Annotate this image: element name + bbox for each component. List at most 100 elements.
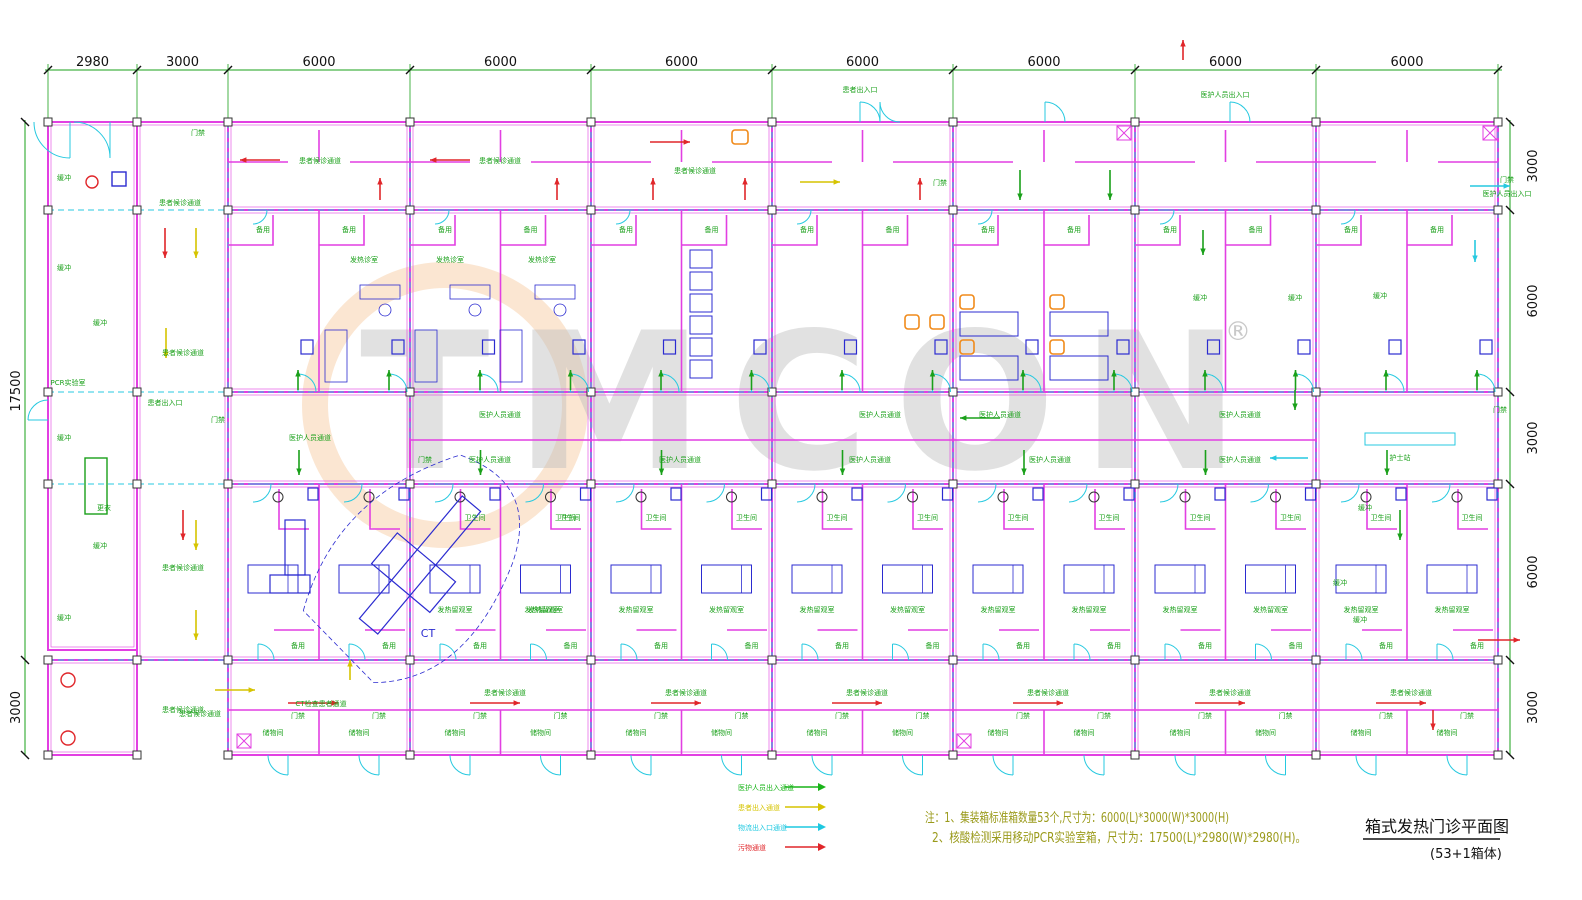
sink-fixture <box>753 339 767 355</box>
label-standby: 备用 <box>1016 641 1030 650</box>
sink-fixture <box>1304 487 1317 501</box>
exam-bed <box>324 329 348 383</box>
label-buffer: 缓冲 <box>1373 291 1387 300</box>
medical-flow-arrow <box>567 370 574 390</box>
toilet-fixture <box>635 491 647 503</box>
label-standby: 备用 <box>291 641 305 650</box>
label-ward: 发热留观室 <box>800 605 835 614</box>
label-buffer: 缓冲 <box>1358 503 1372 512</box>
label-buffer: 缓冲 <box>93 318 107 327</box>
medical-flow-arrow <box>658 450 665 475</box>
dim-top-8: 6000 <box>1390 55 1423 70</box>
seat <box>959 339 975 355</box>
label-patient-corridor: 患者候诊通道 <box>162 705 204 714</box>
medical-flow-arrow <box>1202 450 1209 475</box>
label-door: 门禁 <box>1460 711 1474 720</box>
toilet-fixture <box>1088 491 1100 503</box>
label-standby: 备用 <box>1249 225 1263 234</box>
label-standby: 备用 <box>382 641 396 650</box>
label-standby: 备用 <box>524 225 538 234</box>
waste-flow-arrow <box>1180 40 1186 60</box>
sink-fixture <box>1214 487 1226 501</box>
logistics-flow-arrow <box>1472 240 1478 262</box>
room-labels: 患者候诊通道患者候诊通道患者候诊通道患者候诊通道患者候诊通道患者候诊通道患者候诊… <box>51 85 1532 737</box>
label-standby: 备用 <box>1344 225 1358 234</box>
ward-bed <box>701 564 752 594</box>
label-patient-corridor: 患者候诊通道 <box>162 563 204 572</box>
ward-bed <box>1049 311 1109 337</box>
exam-bed <box>414 329 438 383</box>
waste-flow-arrow <box>651 700 701 706</box>
waste-flow-arrow <box>430 157 470 163</box>
legend-label-1: 患者出入通道 <box>738 803 780 812</box>
label-storage: 储物间 <box>349 728 370 737</box>
ward-bed <box>247 564 299 594</box>
waiting-chair <box>689 293 713 313</box>
title-block: 箱式发热门诊平面图(53+1箱体) <box>1363 817 1509 862</box>
medical-flow-arrow <box>839 450 846 475</box>
sink-fixture <box>1486 487 1498 501</box>
label-standby: 备用 <box>1107 641 1121 650</box>
label-ct-corridor: CT检查患者通道 <box>295 699 346 708</box>
dim-left-1: 3000 <box>9 691 24 724</box>
label-door: 门禁 <box>554 711 568 720</box>
dim-right-0: 3000 <box>1526 149 1541 182</box>
label-buffer: 缓冲 <box>1353 615 1367 624</box>
sink-fixture <box>489 487 501 501</box>
toilet-fixture <box>454 491 466 503</box>
waiting-chair <box>689 249 713 269</box>
clinic-chair <box>553 303 567 317</box>
label-medical-corridor: 医护人员通道 <box>659 455 701 464</box>
label-medical-corridor: 医护人员通道 <box>289 433 331 442</box>
column-posts <box>43 117 1503 760</box>
clinic-desk <box>449 284 491 300</box>
waste-flow-arrow <box>650 139 690 145</box>
waste-flow-arrow <box>1013 700 1063 706</box>
label-standby: 备用 <box>1067 225 1081 234</box>
sink-fixture <box>1479 339 1493 355</box>
sink-fixture <box>760 487 773 501</box>
label-standby: 备用 <box>926 641 940 650</box>
sink-fixture <box>1395 487 1407 501</box>
label-patient-corridor: 患者候诊通道 <box>299 156 341 165</box>
medical-flow-arrow <box>1202 370 1208 390</box>
label-toilet: 卫生间 <box>1371 513 1392 522</box>
label-door: 门禁 <box>835 711 849 720</box>
sink-fixture <box>934 339 948 355</box>
exhaust-fan <box>236 733 252 749</box>
waste-flow-arrow <box>1376 700 1426 706</box>
ward-bed <box>338 564 390 594</box>
ward-bed <box>1335 564 1387 594</box>
label-storage: 储物间 <box>445 728 466 737</box>
label-patient-corridor: 患者候诊通道 <box>674 166 716 175</box>
label-medical-corridor: 医护人员通道 <box>1219 410 1261 419</box>
label-door: 门禁 <box>1493 405 1507 414</box>
exhaust-fan <box>1116 125 1132 141</box>
label-medical-corridor: 医护人员通道 <box>1029 455 1071 464</box>
label-ward: 发热留观室 <box>525 605 560 614</box>
medical-flow-arrow <box>1383 370 1389 390</box>
sink-fixture <box>1123 487 1135 501</box>
label-clinic: 发热诊室 <box>528 255 556 264</box>
sink-fixture <box>398 487 410 501</box>
waste-flow-arrow <box>240 157 280 163</box>
label-buffer: 缓冲 <box>1288 293 1302 302</box>
label-storage: 储物间 <box>626 728 647 737</box>
label-standby: 备用 <box>886 225 900 234</box>
label-door: 门禁 <box>372 711 386 720</box>
sink-fixture <box>1025 339 1039 355</box>
label-patient-corridor: 患者候诊通道 <box>179 709 221 718</box>
toilet-fixture <box>1451 491 1463 503</box>
watermark <box>302 262 588 548</box>
exam-bed <box>499 329 523 383</box>
label-standby: 备用 <box>342 225 356 234</box>
ward-bed <box>882 564 933 594</box>
waiting-chair <box>689 359 713 379</box>
dim-top-6: 6000 <box>1027 55 1060 70</box>
flow-arrows <box>162 40 1520 730</box>
label-door: 门禁 <box>654 711 668 720</box>
ward-bed <box>1154 564 1206 594</box>
nurse-desk <box>1364 432 1456 446</box>
pcr-equipment <box>84 457 108 515</box>
